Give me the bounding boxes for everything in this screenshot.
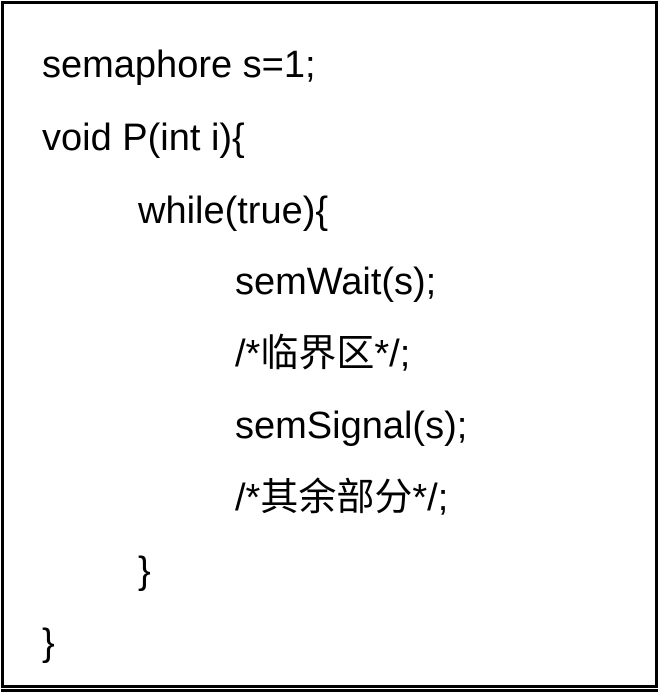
bottom-rule: [1, 689, 658, 692]
code-line-semsignal: semSignal(s);: [235, 405, 468, 447]
code-line-function-signature: void P(int i){: [42, 117, 245, 159]
code-line-remainder-comment: /*其余部分*/;: [235, 477, 449, 519]
code-block: semaphore s=1; void P(int i){ while(true…: [4, 4, 655, 685]
code-line-semaphore-declaration: semaphore s=1;: [42, 44, 316, 86]
code-line-critical-section-comment: /*临界区*/;: [235, 333, 411, 375]
code-line-while-loop: while(true){: [138, 190, 329, 232]
code-line-while-close-brace: }: [138, 550, 151, 592]
code-line-function-close-brace: }: [42, 622, 55, 664]
code-line-semwait: semWait(s);: [235, 261, 437, 303]
